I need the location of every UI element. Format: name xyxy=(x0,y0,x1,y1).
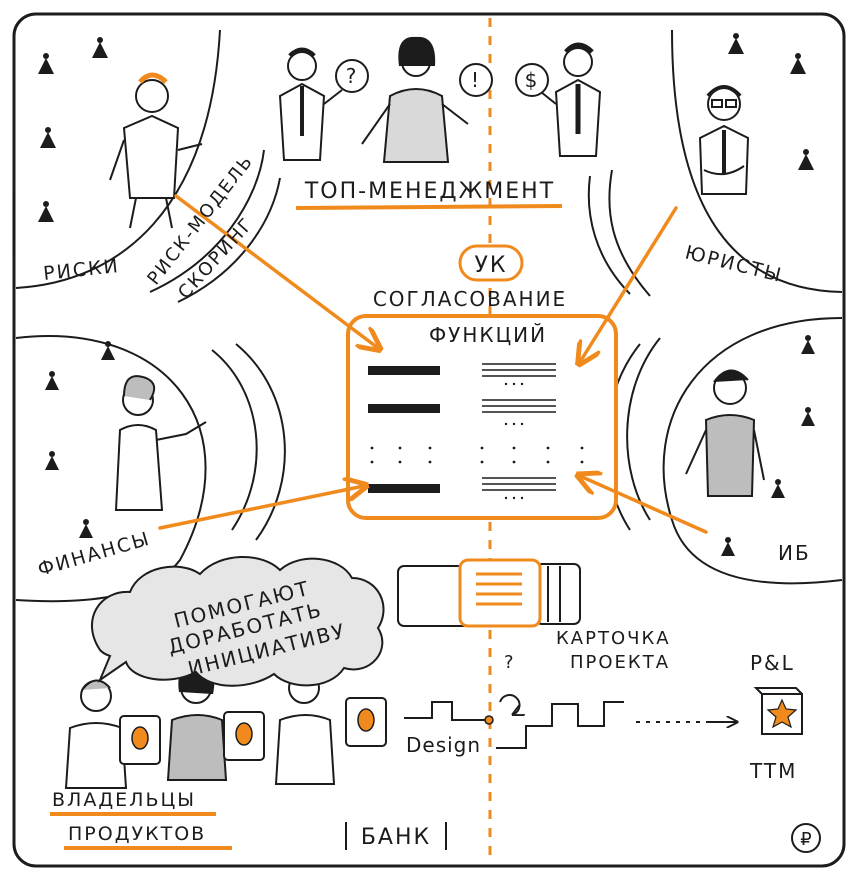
risks-zone xyxy=(15,29,281,303)
pawn-group-infosec xyxy=(721,335,815,556)
risk-analyst-figure xyxy=(109,72,203,229)
question-icon: ? xyxy=(346,64,359,88)
finance-figure xyxy=(114,375,207,511)
pawn-group-risks xyxy=(38,37,108,222)
dollar-icon: $ xyxy=(525,68,540,92)
ruble-symbol: ₽ xyxy=(800,829,811,850)
lawyers-zone xyxy=(587,29,843,297)
infosec-figure xyxy=(685,369,765,497)
approval-card-rows xyxy=(368,363,584,500)
exclamation-bubble: ! xyxy=(459,63,493,97)
lawyer-figure xyxy=(698,85,750,195)
design-label: Design xyxy=(406,733,481,757)
project-card-line2: ПРОЕКТА xyxy=(570,652,670,673)
ruble-logo xyxy=(791,823,821,853)
finance-zone xyxy=(15,335,286,603)
pl-label: P&L xyxy=(750,651,795,675)
lamp-icon xyxy=(223,711,265,761)
bank-label: БАНК xyxy=(361,825,431,850)
question-mark: ? xyxy=(504,652,516,673)
arrows-to-card xyxy=(158,194,708,534)
question-bubble: ? xyxy=(335,59,369,93)
arrow-from-risks xyxy=(174,194,378,348)
pawn-group-finance xyxy=(45,341,115,538)
outer-frame xyxy=(12,12,846,868)
approval-title-line2: ФУНКЦИЙ xyxy=(429,323,547,347)
project-card-lines xyxy=(476,572,522,606)
project-card-line1: КАРТОЧКА xyxy=(556,628,671,649)
idea-lamp-cards xyxy=(119,697,387,765)
timeline-marker xyxy=(484,715,494,725)
owners-line1: ВЛАДЕЛЬЦЫ xyxy=(52,789,196,811)
risks-label: РИСКИ xyxy=(42,255,121,285)
process-timeline xyxy=(404,694,736,749)
speech-bubbles: ? ! $ xyxy=(335,59,549,97)
lamp-icon xyxy=(345,697,387,747)
finance-label: ФИНАНСЫ xyxy=(35,528,153,581)
pl-box xyxy=(753,687,803,735)
project-card-stack xyxy=(397,558,581,628)
star-icon xyxy=(766,698,798,729)
approval-title-line1: СОГЛАСОВАНИЕ xyxy=(373,287,567,311)
arrow-from-lawyers xyxy=(580,206,678,362)
top-management-figures xyxy=(278,36,602,163)
uk-label: УК xyxy=(474,253,507,278)
exclamation-icon: ! xyxy=(471,68,481,92)
infosec-label: ИБ xyxy=(778,541,811,565)
lamp-icon xyxy=(119,715,161,765)
uk-badge xyxy=(458,244,524,282)
top-management-label: ТОП-МЕНЕДЖМЕНТ xyxy=(304,179,555,204)
owners-line2: ПРОДУКТОВ xyxy=(68,823,206,845)
top-management-underline xyxy=(295,204,563,210)
arrow-from-infosec xyxy=(580,476,708,534)
ttm-label: TTM xyxy=(749,759,797,783)
arrow-from-finance xyxy=(158,486,364,530)
dollar-bubble: $ xyxy=(515,63,549,97)
help-cloud-bubble xyxy=(90,556,385,687)
pawn-group-lawyers xyxy=(728,33,814,170)
